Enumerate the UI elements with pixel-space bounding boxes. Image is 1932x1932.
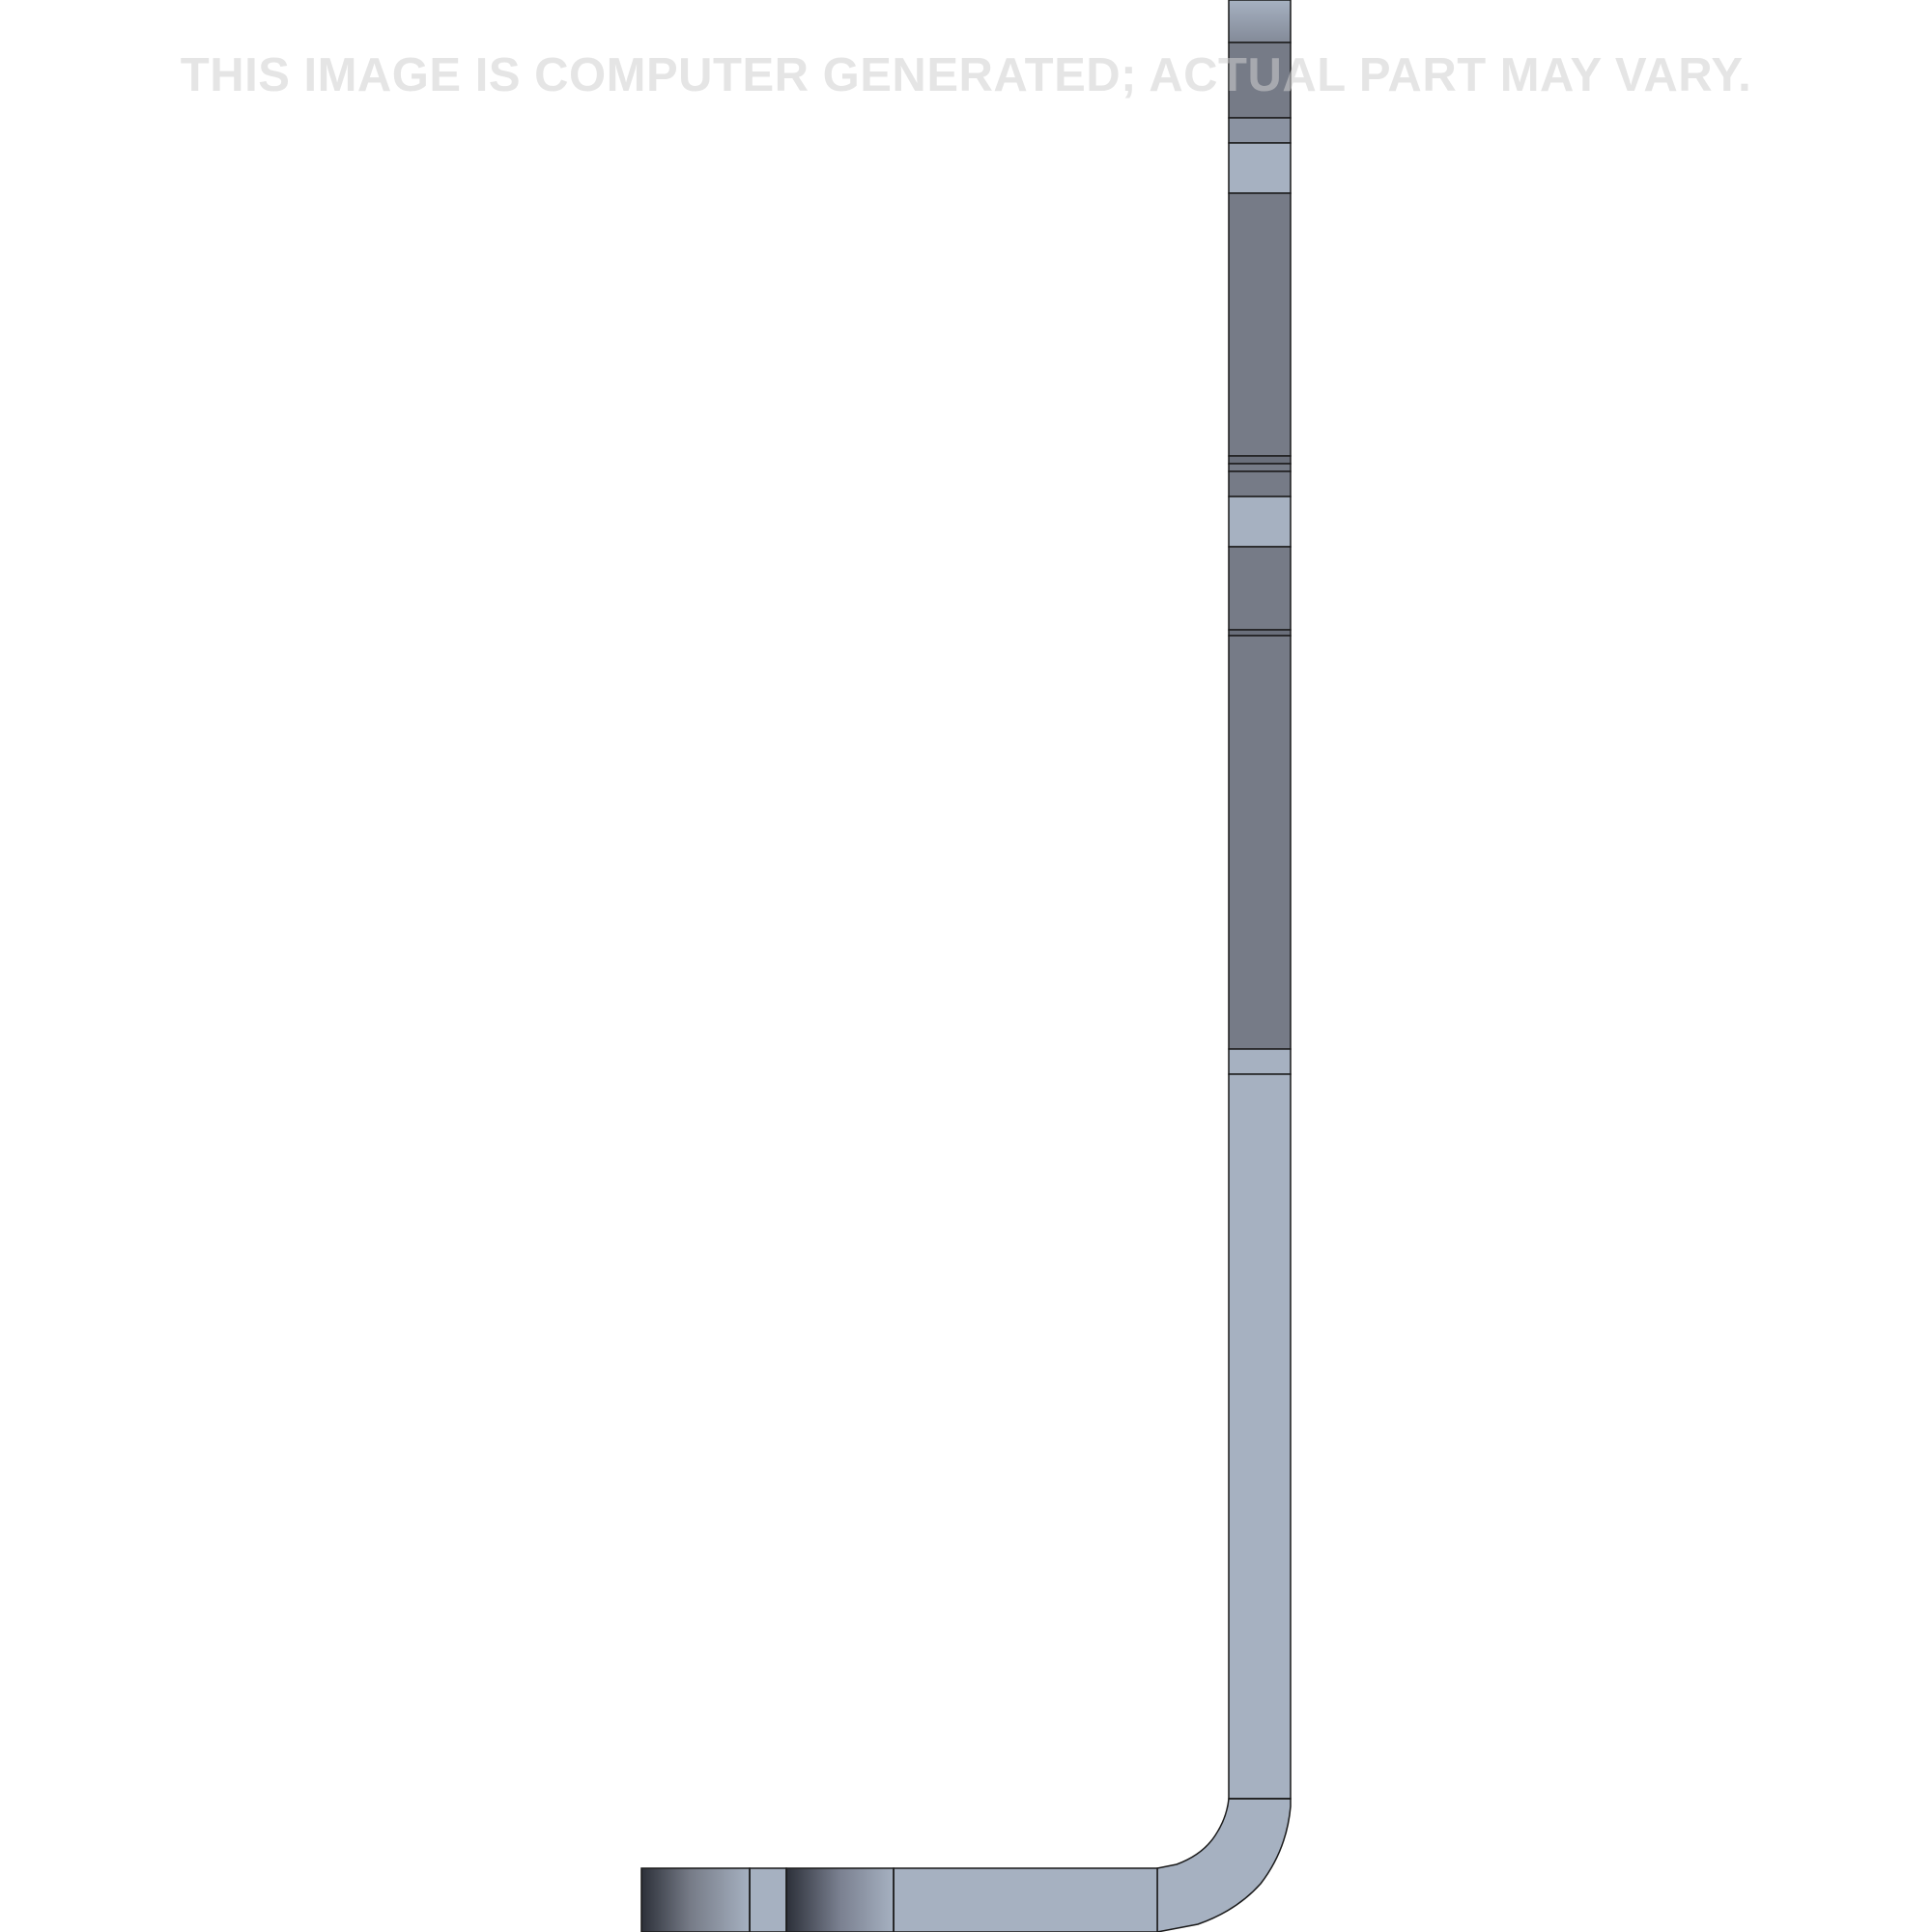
vertical-leg [1228,0,1292,1800]
horizontal-foot [640,1867,1158,1932]
leg-segment-notch-1 [1228,117,1292,144]
leg-segment-dark-1 [1228,192,1292,457]
leg-segment-band-2 [1228,496,1292,548]
leg-segment-dark-3 [1228,546,1292,631]
leg-segment-groove-2 [1228,463,1292,472]
bend-corner [1156,1798,1292,1932]
foot-segment-long [893,1867,1158,1932]
leg-segment-band-1 [1228,142,1292,194]
leg-segment-transition [1228,1048,1292,1075]
leg-segment-light-long [1228,1073,1292,1800]
bend-outer-face [1156,1798,1292,1932]
leg-segment-upper-dark [1228,42,1292,119]
foot-segment-gap [749,1867,787,1932]
foot-segment-shaded-end [640,1867,751,1932]
leg-segment-groove-3 [1228,629,1292,637]
leg-segment-groove-1 [1228,455,1292,465]
foot-segment-shaded-inner [785,1867,895,1932]
leg-segment-dark-2 [1228,470,1292,497]
leg-segment-dark-4 [1228,635,1292,1050]
leg-segment-top-cap [1228,0,1292,43]
